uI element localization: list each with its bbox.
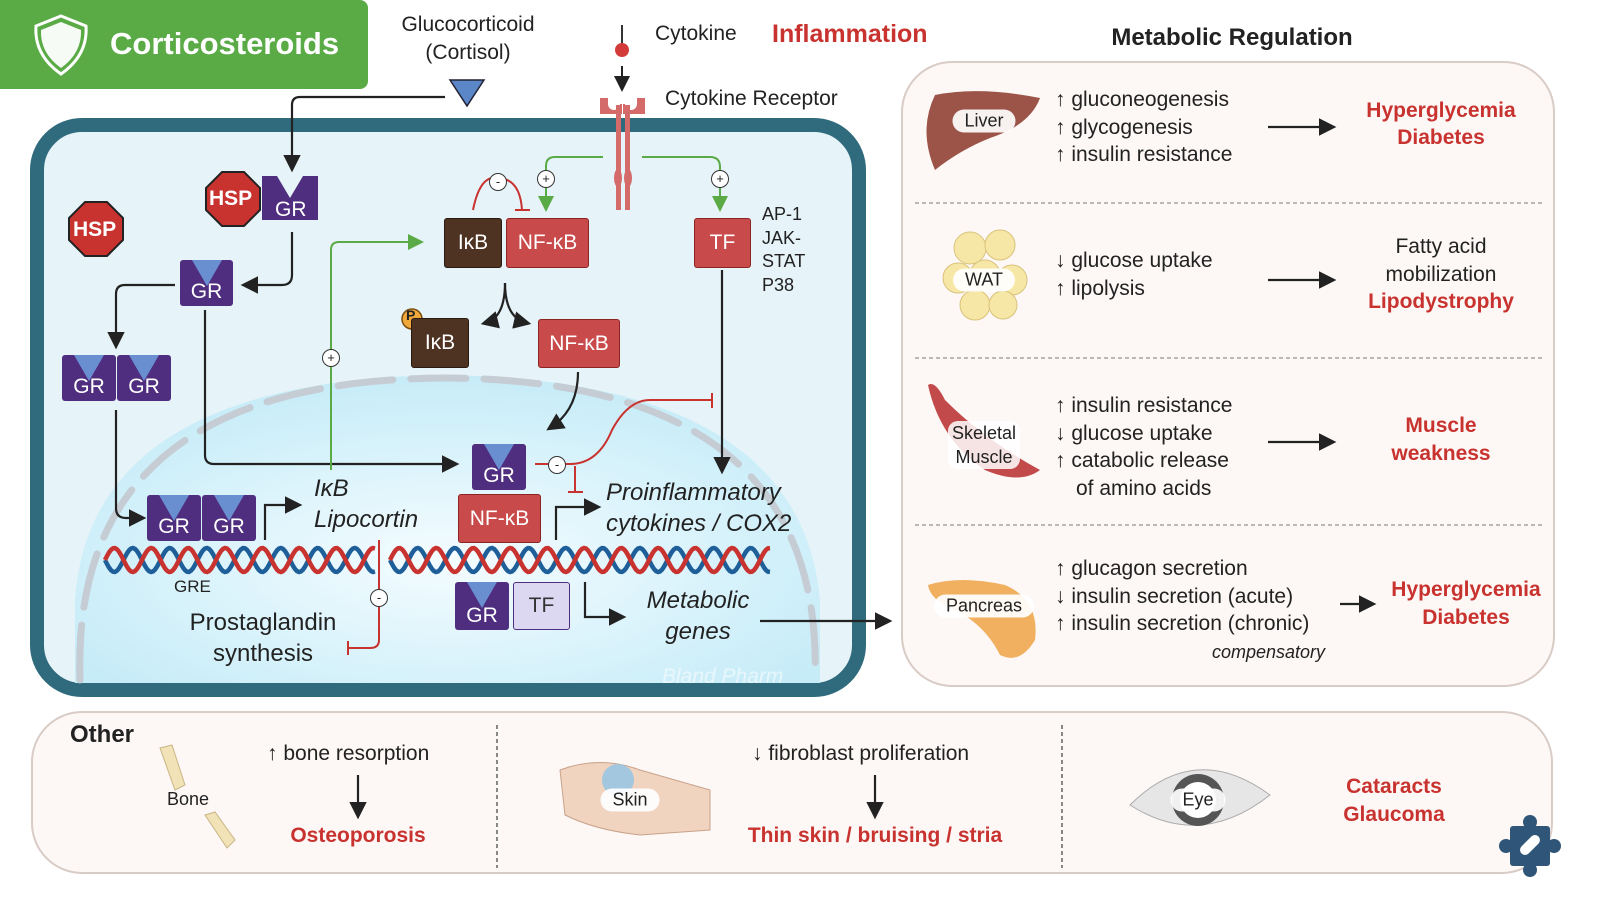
bone-outcome: Osteoporosis: [290, 824, 426, 847]
gr-dimer-left: GR: [62, 355, 116, 401]
wat-illustration: [942, 229, 1028, 321]
minus-sign: -: [548, 456, 566, 474]
tf-box-nuclear: TF: [513, 582, 570, 630]
nucleus: [75, 375, 820, 683]
gr-receptor-unbound: [262, 176, 318, 220]
hsp-label: HSP: [73, 218, 117, 241]
organ-label-eye: Eye: [1170, 788, 1226, 812]
compensatory-note: compensatory: [1212, 642, 1326, 662]
minus-sign: -: [370, 589, 388, 607]
app-title: Corticosteroids: [110, 26, 340, 61]
organ-label-bone: Bone: [167, 789, 210, 809]
gr-dimer-right: GR: [117, 355, 171, 401]
glucocorticoid-label: Glucocorticoid: [401, 13, 535, 36]
organ-label-wat: WAT: [953, 268, 1015, 292]
gre-label: GRE: [174, 577, 211, 596]
cortisol-label: (Cortisol): [425, 41, 511, 64]
hsp-octagon: [205, 171, 261, 227]
plus-sign: +: [537, 170, 555, 188]
other-panel: [31, 711, 1553, 874]
metabolic-title: Metabolic Regulation: [1111, 24, 1353, 51]
phosphate-label: P: [406, 307, 416, 323]
bone-effect: ↑ bone resorption: [267, 742, 430, 765]
ikb-box: IκB: [444, 218, 502, 268]
shield-icon: [34, 14, 88, 76]
phospho-ikb-box: IκB: [411, 318, 469, 368]
gr-label: GR: [275, 198, 307, 221]
inflammation-label: Inflammation: [772, 20, 928, 48]
dna-strand: [102, 545, 376, 575]
dna-strand: [387, 545, 771, 575]
free-nfkb-box: NF-κB: [538, 319, 620, 368]
other-title: Other: [70, 721, 135, 748]
gr-dimer-nuclear-left: GR: [147, 495, 201, 541]
tf-box: TF: [694, 218, 751, 268]
minus-sign: -: [489, 173, 507, 191]
nfkb-box: NF-κB: [506, 218, 589, 268]
skin-outcome: Thin skin / bruising / stria: [747, 824, 1003, 847]
gr-monomer-nuclear: GR: [472, 444, 526, 490]
nuclear-nfkb-box: NF-κB: [458, 494, 541, 543]
plus-sign: +: [322, 349, 340, 367]
dna-helix: [102, 545, 771, 575]
pill-puzzle-logo: [1499, 815, 1561, 877]
header-banner: [0, 0, 368, 89]
hsp-octagon: [68, 201, 124, 257]
cytokine-icon: [615, 43, 629, 57]
liver-effects: ↑ gluconeogenesis↑ glycogenesis↑ insulin…: [1055, 88, 1233, 166]
pancreas-effects: ↑ glucagon secretion↓ insulin secretion …: [1055, 557, 1310, 635]
organ-label-skin: Skin: [600, 788, 660, 812]
gr-receptor-bound: GR: [180, 260, 233, 306]
wat-effects: ↓ glucose uptake↑ lipolysis: [1055, 249, 1213, 300]
skin-effect: ↓ fibroblast proliferation: [752, 742, 970, 765]
organ-label-liver: Liver: [952, 109, 1016, 133]
dna-strand: [102, 545, 376, 575]
cytokine-receptor-label: Cytokine Receptor: [665, 87, 838, 110]
glucocorticoid-triangle: [448, 79, 486, 108]
watermark: Bland Pharm: [662, 665, 784, 688]
muscle-effects: ↑ insulin resistance↓ glucose uptake↑ ca…: [1055, 394, 1233, 500]
bone-illustration: [159, 744, 236, 849]
cytokine-receptor-icon: [600, 98, 645, 210]
dna-strand: [387, 545, 771, 575]
organ-label-pancreas: Pancreas: [933, 594, 1035, 618]
plus-sign: +: [711, 170, 729, 188]
hsp-label: HSP: [209, 187, 253, 210]
gr-with-tf: GR: [455, 582, 509, 630]
gr-dimer-nuclear-right: GR: [202, 495, 256, 541]
cytokine-label: Cytokine: [655, 22, 737, 45]
metabolic-panel: [901, 61, 1555, 687]
